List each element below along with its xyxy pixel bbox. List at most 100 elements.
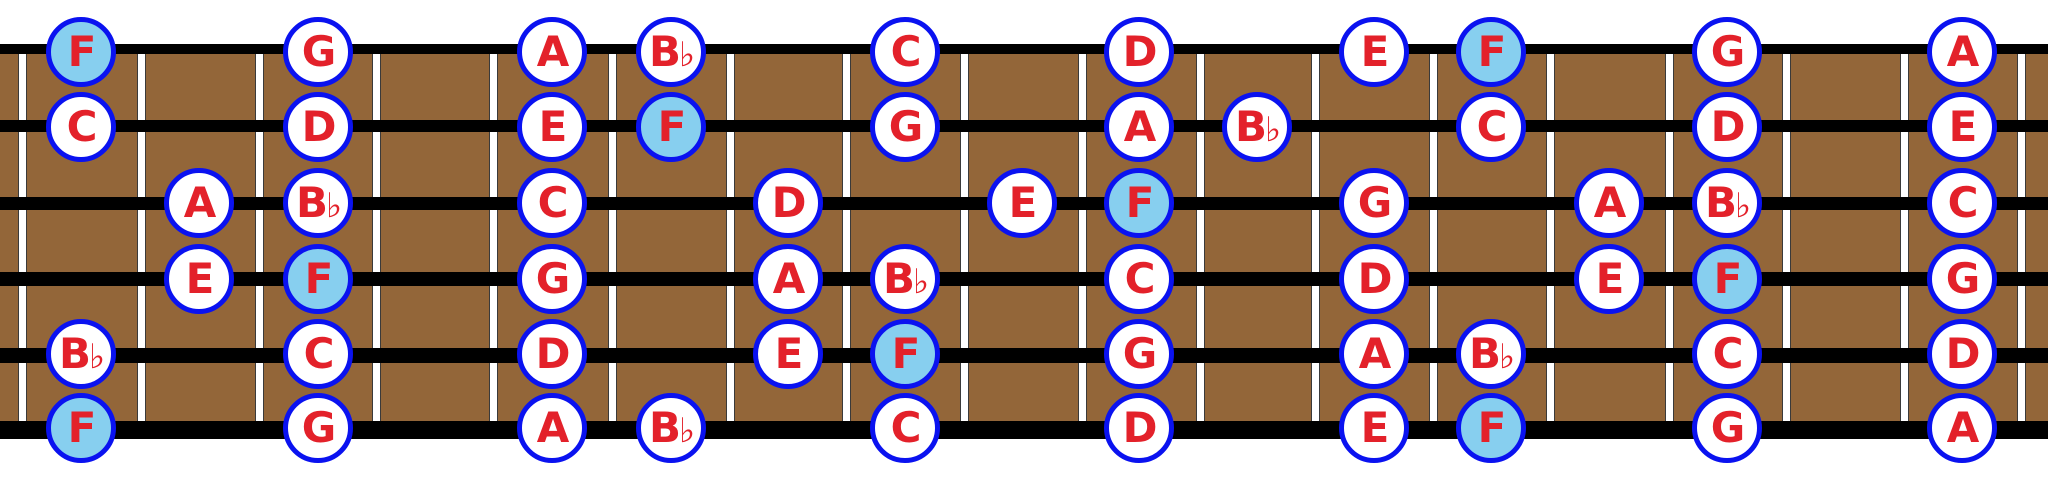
note-label: D — [771, 178, 807, 227]
fret-13 — [1429, 49, 1438, 430]
note-label: D — [301, 102, 337, 151]
note-marker: E — [1574, 244, 1644, 314]
note-label: D — [1122, 27, 1158, 76]
note-label: A — [536, 27, 569, 76]
note-marker: B♭ — [1222, 92, 1292, 162]
note-marker: A — [1339, 319, 1409, 389]
flat-symbol: ♭ — [1264, 110, 1281, 150]
note-marker: C — [46, 92, 116, 162]
note-label: A — [183, 178, 216, 227]
note-marker: G — [870, 92, 940, 162]
fret-5 — [489, 49, 498, 430]
note-marker-root: F — [1456, 17, 1526, 87]
fret-11 — [1196, 49, 1205, 430]
note-label: B♭ — [58, 329, 105, 378]
note-label: G — [888, 102, 924, 151]
note-marker-root: F — [636, 92, 706, 162]
note-marker: D — [283, 92, 353, 162]
note-marker: B♭ — [636, 393, 706, 463]
note-label: F — [1477, 403, 1507, 452]
note-label: G — [1357, 178, 1393, 227]
note-marker: A — [1927, 17, 1997, 87]
note-marker-root: F — [1692, 244, 1762, 314]
note-label: D — [1357, 254, 1393, 303]
note-marker: C — [1927, 168, 1997, 238]
note-marker: C — [1692, 319, 1762, 389]
note-marker-root: F — [283, 244, 353, 314]
note-marker: D — [1104, 17, 1174, 87]
note-label: C — [890, 27, 922, 76]
note-marker: C — [283, 319, 353, 389]
note-marker: C — [517, 168, 587, 238]
flat-symbol: ♭ — [678, 411, 695, 451]
fret-10 — [1078, 49, 1087, 430]
note-label: F — [657, 102, 687, 151]
note-marker: G — [283, 393, 353, 463]
note-label: B♭ — [295, 178, 342, 227]
fret-6 — [608, 49, 617, 430]
note-marker: B♭ — [636, 17, 706, 87]
note-label: G — [301, 403, 337, 452]
note-marker: G — [1104, 319, 1174, 389]
note-label: G — [1945, 254, 1981, 303]
fret-3 — [255, 49, 264, 430]
note-marker: A — [1104, 92, 1174, 162]
flat-symbol: ♭ — [678, 35, 695, 75]
note-label: A — [772, 254, 805, 303]
note-marker: E — [1339, 393, 1409, 463]
note-marker: G — [517, 244, 587, 314]
note-label: C — [537, 178, 569, 227]
note-label: E — [1008, 178, 1038, 227]
fret-18 — [2017, 49, 2026, 430]
note-label: E — [538, 102, 568, 151]
fret-14 — [1546, 49, 1555, 430]
string-4 — [0, 272, 2048, 286]
note-marker: D — [517, 319, 587, 389]
note-marker: A — [1927, 393, 1997, 463]
note-marker: D — [1692, 92, 1762, 162]
fret-9 — [960, 49, 969, 430]
note-marker: A — [164, 168, 234, 238]
note-label: D — [535, 329, 571, 378]
note-marker: G — [1692, 393, 1762, 463]
note-label: F — [891, 329, 921, 378]
note-marker: D — [1339, 244, 1409, 314]
note-label: C — [1712, 329, 1744, 378]
note-marker: B♭ — [46, 319, 116, 389]
note-label: D — [1945, 329, 1981, 378]
note-label: F — [304, 254, 334, 303]
note-label: E — [1595, 254, 1625, 303]
note-label: C — [1124, 254, 1156, 303]
flat-symbol: ♭ — [88, 337, 105, 377]
flat-symbol: ♭ — [1498, 337, 1515, 377]
note-marker: G — [1339, 168, 1409, 238]
note-marker: A — [753, 244, 823, 314]
note-marker: E — [517, 92, 587, 162]
note-marker: G — [283, 17, 353, 87]
note-label: G — [301, 27, 337, 76]
note-marker: B♭ — [283, 168, 353, 238]
note-marker-root: F — [870, 319, 940, 389]
fret-17 — [1900, 49, 1909, 430]
note-marker: A — [517, 393, 587, 463]
note-marker-root: F — [1456, 393, 1526, 463]
note-label: A — [1123, 102, 1156, 151]
note-label: A — [1946, 403, 1979, 452]
note-marker-root: F — [46, 393, 116, 463]
note-marker: G — [1692, 17, 1762, 87]
note-marker: A — [1574, 168, 1644, 238]
fret-2 — [137, 49, 146, 430]
flat-symbol: ♭ — [1734, 186, 1751, 226]
note-label: F — [67, 403, 97, 452]
note-label: G — [1710, 403, 1746, 452]
note-label: C — [303, 329, 335, 378]
note-label: F — [1477, 27, 1507, 76]
string-2 — [0, 120, 2048, 132]
note-label: E — [1360, 27, 1390, 76]
fret-15 — [1665, 49, 1674, 430]
note-label: A — [1593, 178, 1626, 227]
note-marker: C — [1104, 244, 1174, 314]
note-label: E — [1948, 102, 1978, 151]
note-label: F — [1713, 254, 1743, 303]
